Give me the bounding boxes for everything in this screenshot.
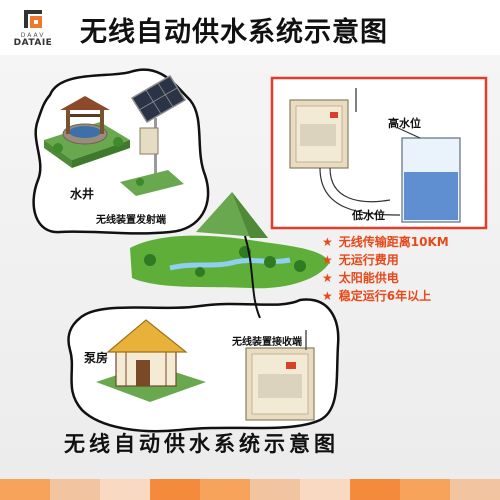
stripe-segment: [350, 479, 400, 500]
feature-item: ★ 无线传输距离10KM: [322, 233, 498, 251]
pump-house-label: 泵房: [84, 351, 109, 365]
feature-list: ★ 无线传输距离10KM ★ 无运行费用 ★ 太阳能供电 ★ 稳定运行6年以上: [322, 233, 498, 305]
star-icon: ★: [322, 289, 333, 303]
stripe-segment: [250, 479, 300, 500]
feature-text: 太阳能供电: [338, 271, 399, 285]
well-label: 水井: [70, 187, 95, 201]
logo-mark-icon: [24, 10, 42, 28]
feature-text: 无运行费用: [338, 253, 399, 267]
stripe-segment: [200, 479, 250, 500]
stripe-segment: [100, 479, 150, 500]
solar-transmitter-illustration: [120, 74, 187, 196]
low-level-label: 低水位: [352, 209, 385, 222]
control-cabinet-pump: [245, 330, 315, 421]
star-icon: ★: [322, 271, 333, 285]
feature-item: ★ 太阳能供电: [322, 269, 498, 287]
pump-house-illustration: [96, 319, 206, 402]
feature-item: ★ 无运行费用: [322, 251, 498, 269]
stripe-segment: [150, 479, 200, 500]
feature-text: 稳定运行6年以上: [338, 289, 432, 303]
decorative-stripe: [0, 479, 500, 500]
feature-item: ★ 稳定运行6年以上: [322, 287, 498, 305]
feature-text: 无线传输距离10KM: [338, 235, 449, 249]
stripe-segment: [50, 479, 100, 500]
star-icon: ★: [322, 253, 333, 267]
stripe-segment: [400, 479, 450, 500]
water-tank: [397, 127, 461, 223]
stripe-segment: [0, 479, 50, 500]
footer-title: 无线自动供水系统示意图: [64, 432, 339, 456]
receiver-label: 无线装置接收端: [232, 337, 302, 348]
star-icon: ★: [322, 235, 333, 249]
water-well-illustration: [44, 96, 130, 168]
diagram-canvas: [32, 68, 488, 433]
stripe-segment: [300, 479, 350, 500]
control-cabinet-tower: [289, 88, 401, 216]
logo-brand-text: DATAIE: [13, 38, 53, 48]
header: DAAV DATAIE 无线自动供水系统示意图: [0, 0, 500, 52]
diagram-area: 水井 无线装置发射端 高水位 低水位 泵房 无线装置接收端 ★ 无线传输距离10K…: [0, 55, 500, 479]
logo-small-text: DAAV: [20, 32, 46, 39]
landscape-illustration: [130, 192, 330, 289]
page-title: 无线自动供水系统示意图: [80, 17, 388, 48]
transmitter-label: 无线装置发射端: [96, 215, 166, 226]
logo: DAAV DATAIE: [6, 6, 60, 48]
high-level-label: 高水位: [388, 117, 421, 130]
stripe-segment: [450, 479, 500, 500]
